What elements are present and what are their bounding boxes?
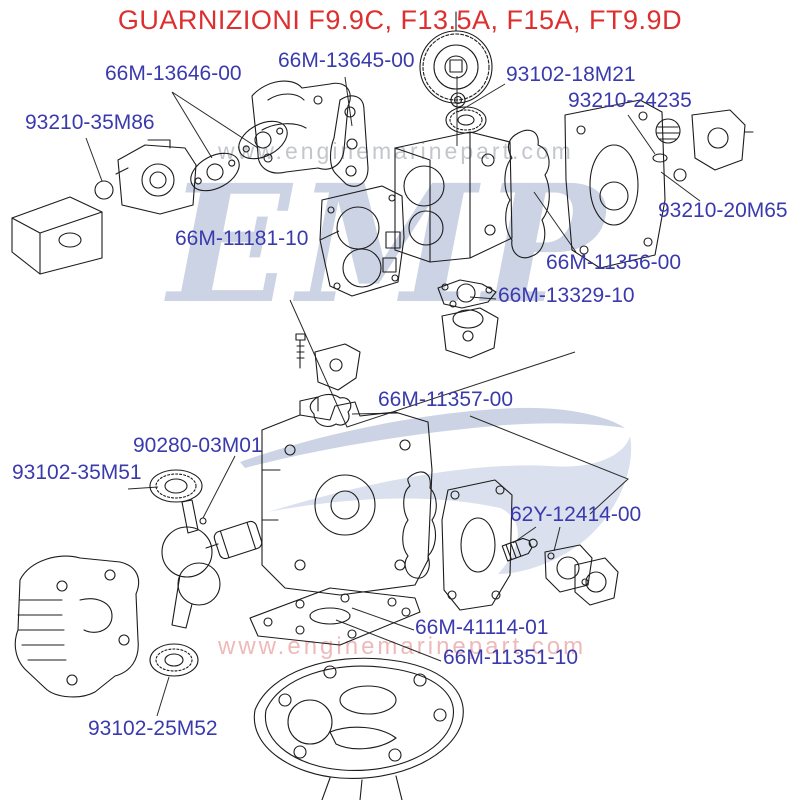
- upper-casing-gasket-plate: [249, 587, 421, 646]
- intake-manifold-gaskets: [190, 120, 288, 192]
- crankshaft-oil-seal-upper: [149, 469, 203, 503]
- washer: [450, 92, 466, 108]
- cylinder-head-gasket: [319, 185, 405, 297]
- part-label-62Y-12414-00: 62Y-12414-00: [510, 503, 642, 526]
- head-cover-gasket: [504, 129, 550, 259]
- cover-o-ring: [673, 168, 687, 182]
- crankshaft-oil-seal-lower: [149, 643, 199, 677]
- water-pump-housing: [441, 307, 499, 359]
- water-pump-gasket: [437, 279, 497, 309]
- bolt: [295, 333, 306, 369]
- part-label-66M-11356-00: 66M-11356-00: [546, 251, 682, 274]
- thermo-switch-set: [501, 537, 619, 606]
- part-label-66M-13646-00: 66M-13646-00: [105, 62, 242, 85]
- woodruff-key: [199, 517, 207, 525]
- side-cover: [691, 109, 754, 171]
- part-label-93102-18M21: 93102-18M21: [506, 63, 636, 86]
- part-label-93210-24235: 93210-24235: [568, 89, 692, 112]
- part-label-66M-13645-00: 66M-13645-00: [278, 49, 415, 72]
- logo-swoosh: [240, 407, 632, 574]
- carburetor-o-ring: [94, 180, 114, 200]
- part-label-66M-41114-01: 66M-41114-01: [415, 616, 549, 639]
- leader-lines: [85, 76, 701, 717]
- part-label-66M-11351-10: 66M-11351-10: [443, 646, 579, 669]
- part-label-66M-11181-10: 66M-11181-10: [175, 227, 309, 250]
- page-title: GUARNIZIONI F9.9C, F13.5A, F15A, FT9.9D: [117, 5, 683, 35]
- breather-cover-gasket: [309, 393, 352, 427]
- part-label-66M-13329-10: 66M-13329-10: [498, 284, 635, 307]
- part-label-90280-03M01: 90280-03M01: [133, 434, 263, 457]
- part-label-93210-20M65: 93210-20M65: [658, 199, 788, 222]
- anode-bracket: [314, 343, 361, 391]
- watermark-url-top: www.enginemarinepart.com: [218, 138, 574, 164]
- carburetor: [115, 139, 197, 215]
- intake-silencer-box: [11, 196, 103, 275]
- upper-casing: [14, 555, 140, 698]
- part-label-93102-35M51: 93102-35M51: [12, 461, 142, 484]
- thermostat-o-ring: [652, 153, 668, 163]
- oil-pan: [253, 657, 464, 800]
- manifold-end-gasket: [329, 95, 369, 187]
- crankcase-side-gasket: [402, 471, 437, 579]
- intake-manifold: [251, 80, 351, 174]
- part-label-93210-35M86: 93210-35M86: [25, 111, 155, 134]
- part-label-66M-11357-00: 66M-11357-00: [378, 388, 514, 411]
- crankshaft-assembly: [161, 499, 263, 629]
- part-label-93102-25M52: 93102-25M52: [88, 717, 218, 740]
- thermostat-cap: [652, 118, 681, 163]
- crankshaft-oil-seal-top: [445, 106, 487, 134]
- timing-cover: [441, 479, 513, 611]
- watermark-url-bottom: www.enginemarinepart.com: [218, 633, 587, 660]
- cylinder-block: [394, 131, 513, 263]
- cylinder-head: [564, 99, 666, 269]
